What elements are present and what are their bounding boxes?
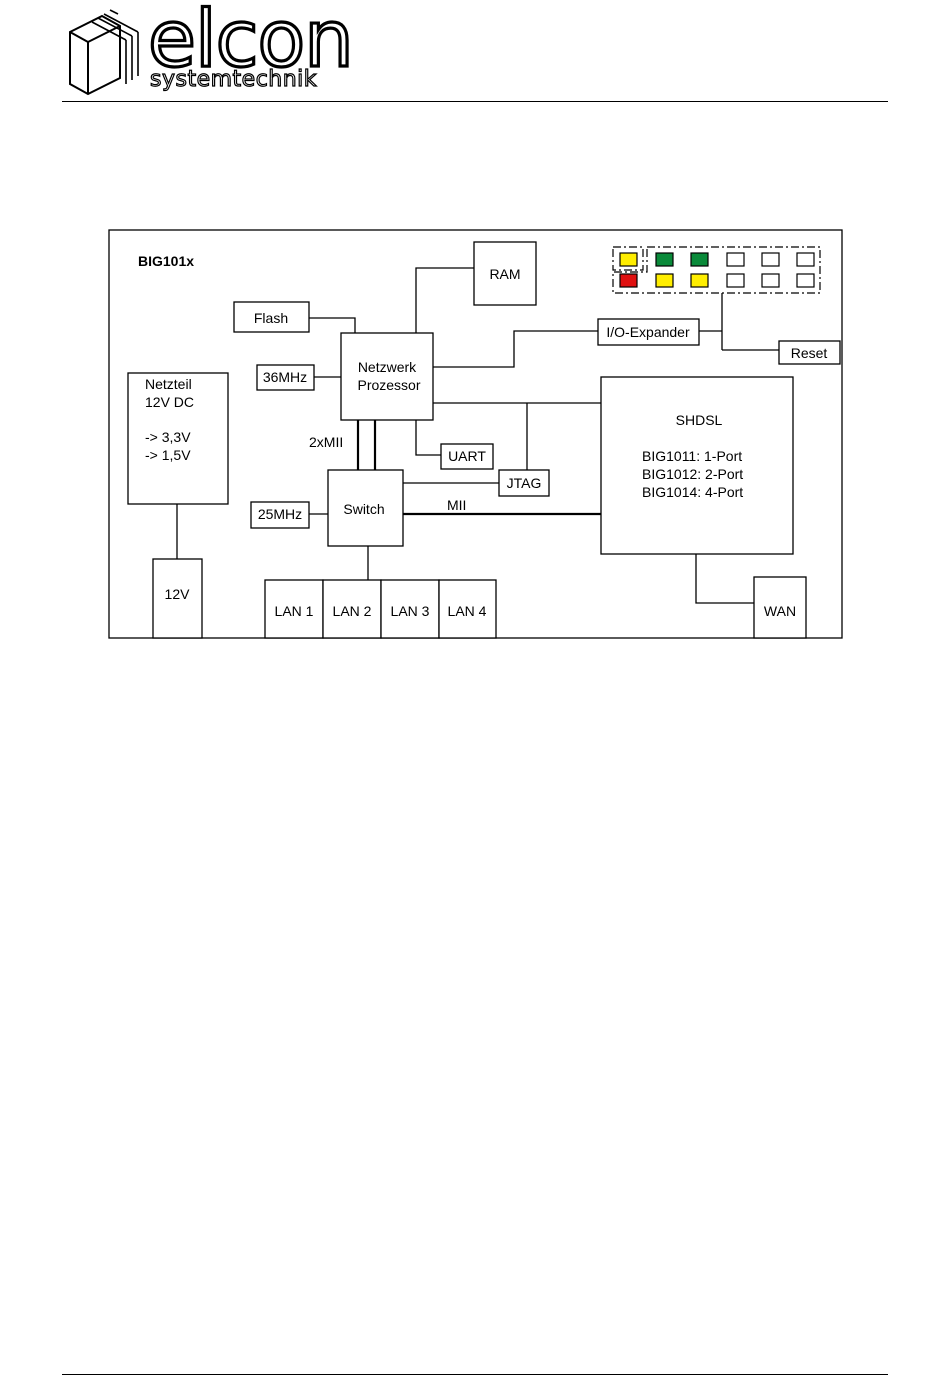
reset-label: Reset: [791, 345, 828, 361]
uart-label: UART: [448, 448, 486, 464]
wan-label: WAN: [764, 603, 796, 619]
netzwerk-label: Netzwerk: [358, 359, 417, 375]
netzteil-line-2: 12V DC: [145, 394, 194, 410]
flash-label: Flash: [254, 310, 288, 326]
netzteil-line-4: -> 3,3V: [145, 429, 191, 445]
led-top-1: [620, 253, 637, 266]
led-bottom-6: [797, 274, 814, 287]
netzteil-line-1: Netzteil: [145, 376, 192, 392]
led-bottom-5: [762, 274, 779, 287]
led-bottom-3: [691, 274, 708, 287]
led-top-6: [797, 253, 814, 266]
lan-3-label: LAN 3: [391, 603, 430, 619]
lan-2-label: LAN 2: [333, 603, 372, 619]
ram-label: RAM: [489, 266, 520, 282]
shdsl-line-2: BIG1012: 2-Port: [642, 466, 743, 482]
jtag-label: JTAG: [507, 475, 542, 491]
led-bottom-4: [727, 274, 744, 287]
shdsl-title: SHDSL: [676, 412, 723, 428]
led-bottom-2: [656, 274, 673, 287]
lan-1-label: LAN 1: [275, 603, 314, 619]
shdsl-line-1: BIG1011: 1-Port: [642, 448, 742, 464]
osc36-label: 36MHz: [263, 369, 307, 385]
diagram-title: BIG101x: [138, 253, 194, 269]
osc25-label: 25MHz: [258, 506, 302, 522]
lan-4-label: LAN 4: [448, 603, 487, 619]
mii2x-label: 2xMII: [309, 434, 343, 450]
led-top-4: [727, 253, 744, 266]
led-top-2: [656, 253, 673, 266]
led-bottom-1: [620, 274, 637, 287]
power-label: 12V: [165, 586, 191, 602]
io-expander-label: I/O-Expander: [606, 324, 690, 340]
led-top-3: [691, 253, 708, 266]
shdsl-line-3: BIG1014: 4-Port: [642, 484, 743, 500]
led-top-5: [762, 253, 779, 266]
switch-label: Switch: [343, 501, 384, 517]
netzteil-line-5: -> 1,5V: [145, 447, 191, 463]
prozessor-label: Prozessor: [357, 377, 420, 393]
mii-label: MII: [447, 497, 466, 513]
